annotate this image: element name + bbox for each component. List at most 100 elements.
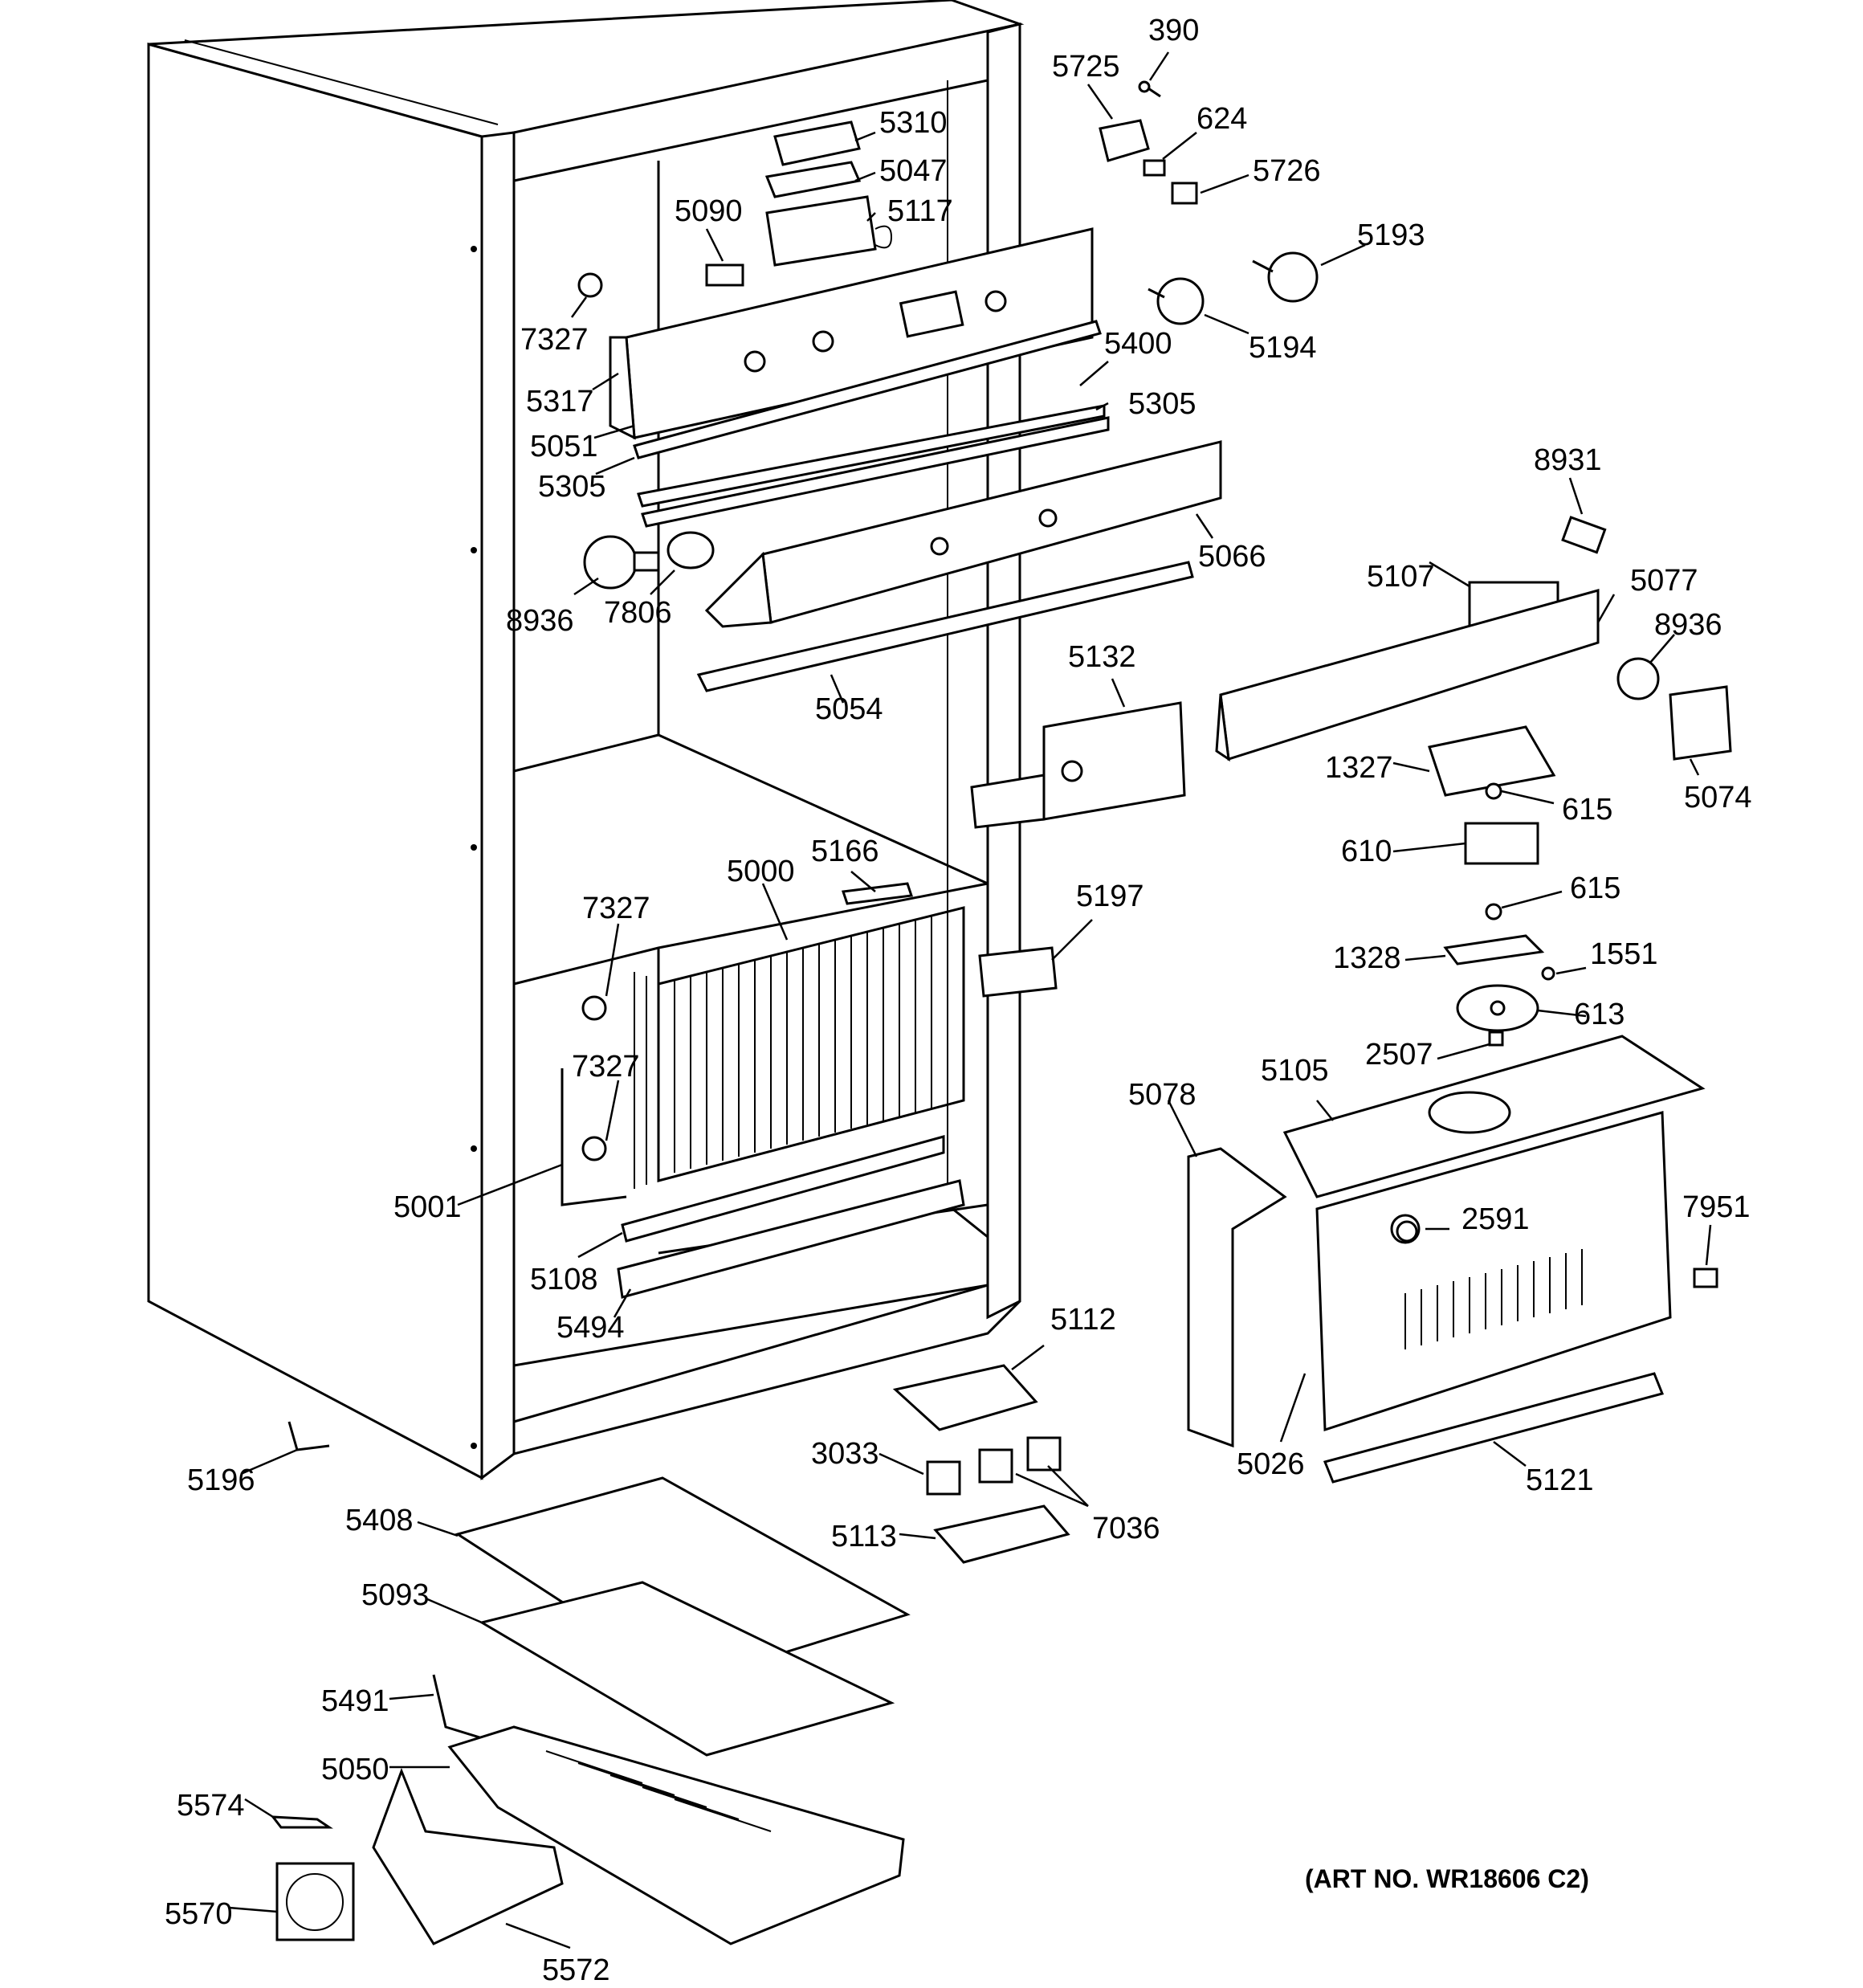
- condenser-5050: [447, 1725, 905, 1945]
- socket-7806: [667, 531, 715, 569]
- part-5166: [841, 882, 914, 905]
- label-610: 610: [1341, 835, 1392, 868]
- terminal-block-5197: [978, 946, 1058, 998]
- label-390: 390: [1148, 14, 1199, 47]
- label-2591: 2591: [1461, 1202, 1530, 1236]
- label-7327-top: 7327: [520, 323, 589, 357]
- pan-5093: [479, 1581, 895, 1757]
- label-5026: 5026: [1237, 1447, 1305, 1481]
- knob-5193: [1252, 251, 1319, 303]
- switch-5090: [705, 263, 744, 287]
- relay-3033: [926, 1460, 961, 1496]
- trough-5108: [621, 1135, 945, 1243]
- label-5574: 5574: [177, 1789, 245, 1823]
- label-5117: 5117: [887, 194, 953, 228]
- bracket-5132: [970, 701, 1186, 829]
- label-5310: 5310: [879, 106, 948, 140]
- label-613: 613: [1574, 998, 1625, 1031]
- tube-5491: [432, 1674, 499, 1745]
- label-5166: 5166: [811, 835, 879, 868]
- label-8931: 8931: [1534, 443, 1602, 477]
- label-5305-right: 5305: [1128, 387, 1196, 421]
- label-5074: 5074: [1684, 781, 1752, 814]
- label-1551: 1551: [1590, 937, 1658, 971]
- label-5570: 5570: [165, 1897, 233, 1931]
- screw-390: [1138, 80, 1161, 98]
- trim-5054: [696, 561, 1194, 692]
- bracket-5112: [892, 1364, 1038, 1431]
- part-5726: [1171, 182, 1198, 205]
- label-5108: 5108: [530, 1263, 598, 1296]
- label-5001: 5001: [393, 1190, 462, 1224]
- fan-blade-613: [1456, 984, 1539, 1032]
- label-5077: 5077: [1630, 564, 1698, 598]
- label-5193: 5193: [1357, 218, 1425, 252]
- label-5725: 5725: [1052, 50, 1120, 84]
- label-5494: 5494: [556, 1311, 625, 1345]
- label-5197: 5197: [1076, 880, 1144, 913]
- label-5105: 5105: [1261, 1054, 1329, 1088]
- label-5000: 5000: [727, 855, 795, 888]
- label-624: 624: [1196, 102, 1247, 136]
- part-5047: [764, 161, 862, 198]
- art-number: (ART NO. WR18606 C2): [1305, 1864, 1589, 1893]
- label-7806: 7806: [604, 596, 672, 630]
- label-7036: 7036: [1092, 1512, 1160, 1545]
- motor-610: [1464, 822, 1539, 865]
- grommet-2591: [1396, 1220, 1418, 1243]
- label-5113: 5113: [831, 1520, 897, 1553]
- label-5054: 5054: [815, 692, 883, 726]
- lens-5074: [1669, 685, 1732, 761]
- light-shield-5066: [704, 440, 1222, 628]
- label-5132: 5132: [1068, 640, 1136, 674]
- label-7327-low: 7327: [572, 1050, 640, 1084]
- bracket-1327: [1428, 725, 1556, 797]
- label-5400: 5400: [1104, 327, 1172, 361]
- clip-7327-mid: [581, 995, 607, 1021]
- label-5107: 5107: [1367, 560, 1435, 594]
- evaporator-5000: [634, 906, 965, 1189]
- part-624: [1143, 159, 1166, 177]
- leader-lines: [228, 51, 1712, 1949]
- label-5408: 5408: [345, 1504, 414, 1537]
- nut-615-bottom: [1485, 903, 1502, 921]
- shield-5077: [1215, 589, 1600, 762]
- relays-7036: [978, 1436, 1062, 1484]
- label-7327-mid: 7327: [582, 892, 650, 925]
- label-5196: 5196: [187, 1463, 255, 1497]
- label-5317: 5317: [526, 385, 594, 418]
- label-3033: 3033: [811, 1437, 879, 1471]
- label-5078: 5078: [1128, 1078, 1196, 1112]
- rail-5121: [1323, 1372, 1665, 1484]
- label-8936-left: 8936: [506, 604, 574, 638]
- switch-7951: [1693, 1268, 1718, 1288]
- fitting-5196: [287, 1421, 330, 1451]
- control-housing-5317: [609, 227, 1094, 440]
- label-5093: 5093: [361, 1578, 430, 1612]
- label-5194: 5194: [1249, 331, 1317, 365]
- part-5574: [270, 1815, 333, 1829]
- label-5112: 5112: [1050, 1303, 1116, 1337]
- knob-5194: [1148, 277, 1205, 325]
- screw-1551: [1541, 966, 1555, 981]
- clip-7327-low: [581, 1136, 607, 1161]
- label-8936-right: 8936: [1654, 608, 1722, 642]
- bulb-8936-right: [1616, 657, 1660, 700]
- nut-2507: [1488, 1031, 1504, 1047]
- label-5066: 5066: [1198, 540, 1266, 574]
- thermostat-5117: [765, 195, 893, 267]
- label-5572: 5572: [542, 1953, 610, 1987]
- fan-5570: [275, 1862, 355, 1941]
- nut-615-top: [1485, 782, 1502, 800]
- side-panel-5078: [1187, 1147, 1287, 1448]
- label-615-bottom: 615: [1570, 872, 1620, 905]
- label-5051: 5051: [530, 430, 598, 463]
- duct-5572: [372, 1767, 564, 1945]
- label-5305-left: 5305: [538, 470, 606, 504]
- part-5310: [773, 120, 861, 166]
- label-5050: 5050: [321, 1753, 389, 1786]
- label-1327: 1327: [1325, 751, 1393, 785]
- label-2507: 2507: [1365, 1038, 1433, 1072]
- label-5090: 5090: [675, 194, 743, 228]
